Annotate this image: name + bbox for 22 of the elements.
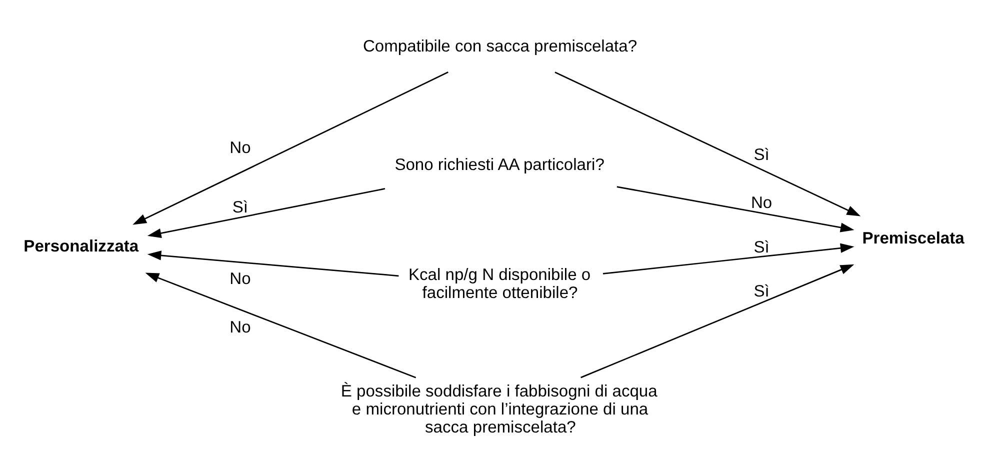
edge-label: Sì	[754, 144, 770, 164]
node-text: Premiscelata	[862, 228, 964, 247]
edge-label: No	[230, 268, 251, 288]
node-text: È possibile soddisfare i fabbisogni di acqua e micronutrienti con l’integrazione di una sacca premiscelata?	[340, 380, 658, 436]
arrow	[147, 250, 399, 276]
edge-label: Sì	[754, 236, 770, 256]
node-text: Compatibile con sacca premiscelata?	[362, 36, 638, 56]
node-text: Personalizzata	[24, 236, 139, 256]
edge-label: No	[750, 192, 772, 212]
arrow	[602, 242, 854, 274]
node-text: Kcal np/g N disponibile o facilmente ottenibile?	[408, 264, 591, 302]
arrow	[132, 71, 448, 224]
arrow	[580, 264, 854, 378]
arrow	[147, 188, 386, 238]
node-text: Sono richiesti AA particolari?	[394, 154, 604, 174]
edge-label: Sì	[232, 196, 248, 216]
arrow	[145, 272, 416, 378]
edge-label: No	[230, 137, 251, 156]
arrow	[554, 71, 861, 216]
edge-label: Sì	[754, 280, 770, 300]
arrow	[616, 186, 854, 232]
edge-label: No	[230, 316, 251, 336]
